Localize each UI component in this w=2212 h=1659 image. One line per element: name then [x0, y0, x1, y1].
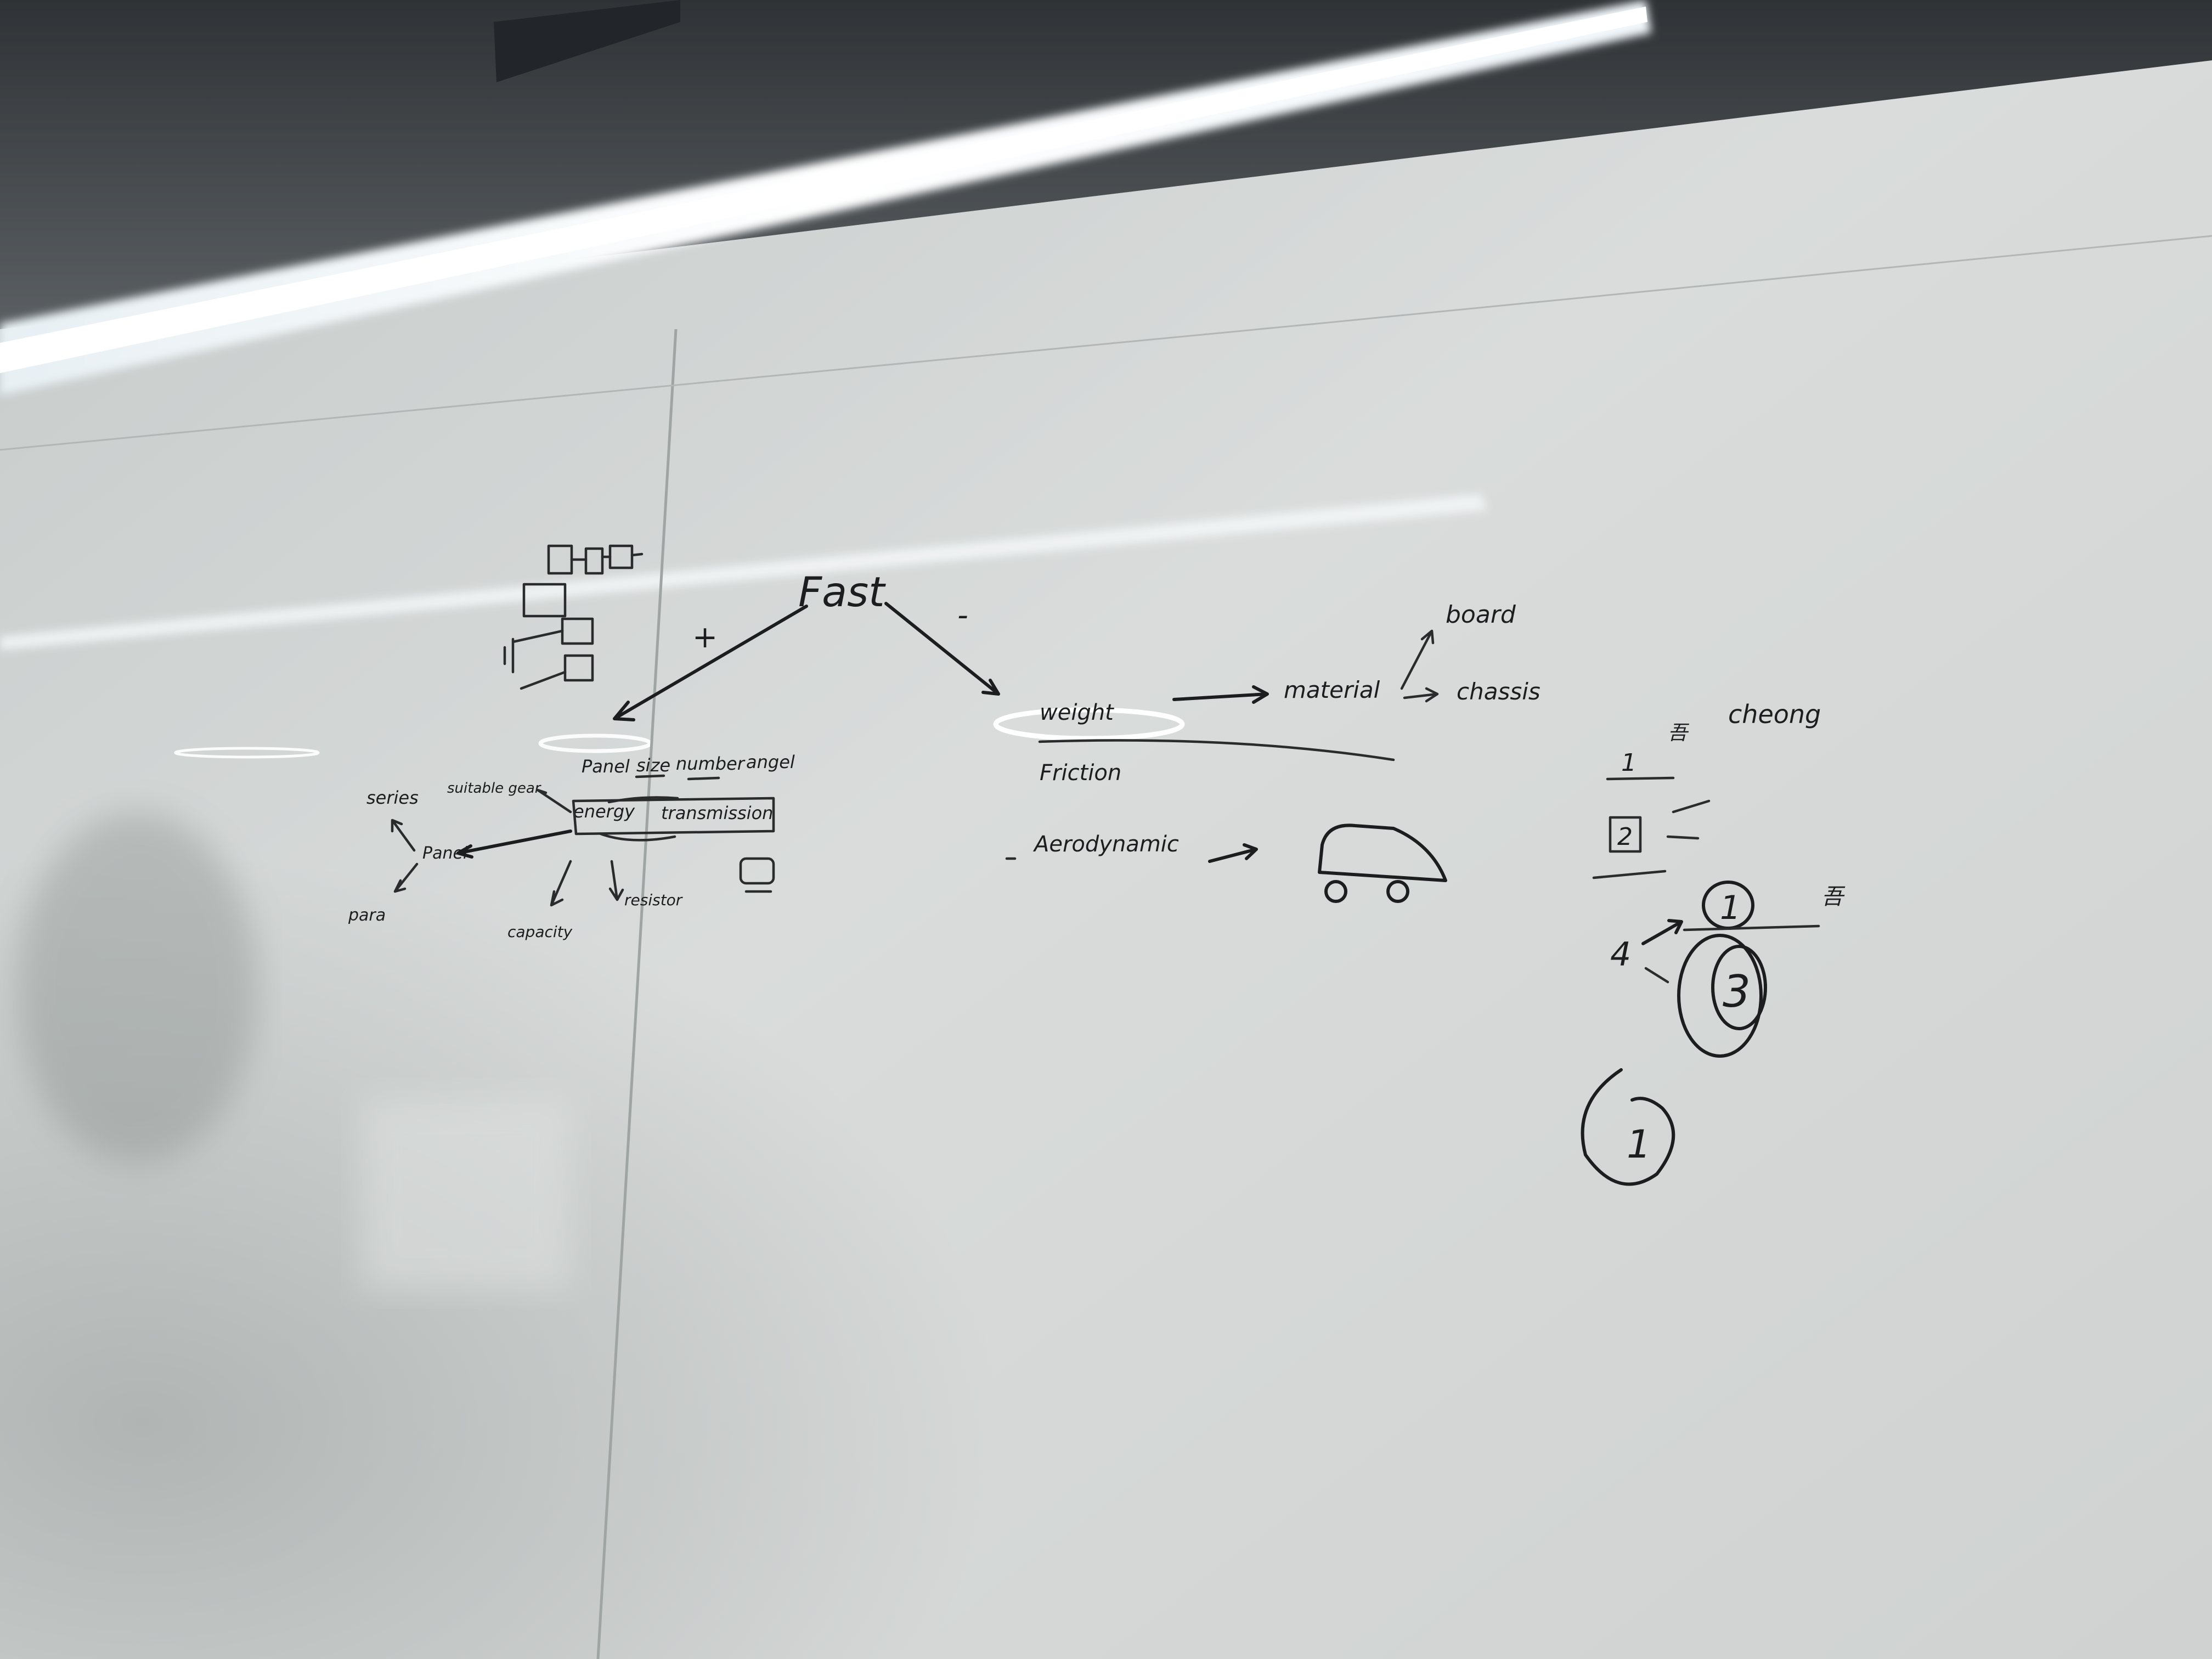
arrow-to-car — [1208, 843, 1258, 863]
lamp-reflection-left — [174, 747, 320, 759]
number-label: number — [676, 753, 746, 774]
minus-sign: - — [957, 597, 968, 633]
friction-line — [1038, 739, 1395, 761]
component-box — [739, 857, 775, 885]
glass-top-edge — [0, 235, 2212, 451]
lamp-reflection-mid — [538, 733, 652, 753]
resistor-label: resistor — [624, 891, 683, 909]
plus-sign: + — [692, 619, 718, 654]
arrow-to-energy — [613, 605, 808, 721]
arrow-to-chassis — [1403, 687, 1439, 703]
cheong-label: cheong — [1728, 699, 1821, 729]
circuit-sketch — [503, 544, 644, 690]
board-shadow — [0, 713, 1426, 1659]
arrow-to-panel — [456, 830, 572, 859]
lamp-reflection-right — [993, 707, 1185, 741]
circle-1-label: 1 — [1720, 889, 1741, 927]
fast-label: Fast — [798, 568, 886, 616]
number-4-label: 4 — [1610, 935, 1631, 974]
mark-symbol-top: 吾 — [1668, 722, 1690, 744]
arrow-to-weight — [884, 602, 1000, 696]
person-reflection — [16, 812, 258, 1163]
arrow-to-circle-1 — [1641, 919, 1683, 945]
circle-bottom — [1581, 1068, 1675, 1186]
arrow-to-resistor — [608, 860, 624, 901]
car-sketch-icon — [1318, 823, 1447, 903]
arrow-to-capacity — [550, 860, 572, 907]
mark-symbol-right: 吾 — [1821, 884, 1846, 910]
number-1-label: 1 — [1621, 749, 1637, 777]
panel-label: Panel — [582, 756, 630, 777]
board-label: board — [1446, 601, 1516, 629]
transmission-label: transmission — [661, 803, 773, 823]
ceiling-vent — [494, 0, 680, 82]
glass-seam — [596, 329, 678, 1659]
circle-3-inner — [1711, 945, 1767, 1030]
energy-branch: Panel size number angel suitable gear se… — [348, 752, 795, 941]
number-2-label: 2 — [1617, 823, 1633, 851]
weight-label: weight — [1040, 700, 1114, 725]
ceiling-light-core — [0, 7, 1647, 373]
arrow-to-board — [1400, 629, 1435, 690]
light-reflection — [0, 494, 1487, 650]
size-label: size — [636, 755, 670, 776]
circle-3-outer — [1677, 934, 1763, 1058]
circle-3-label: 3 — [1723, 966, 1751, 1017]
energy-label: energy — [573, 801, 635, 822]
friction-label: Friction — [1040, 760, 1121, 786]
weight-branch: weight material board chassis Friction A… — [1005, 601, 1541, 903]
arrow-to-para — [393, 862, 419, 893]
angel-label: angel — [746, 752, 795, 772]
arrow-to-material — [1172, 685, 1269, 704]
series-label: series — [366, 787, 419, 808]
aerodynamic-label: Aerodynamic — [1032, 832, 1179, 857]
circle-bottom-label: 1 — [1627, 1122, 1651, 1167]
number-2-box — [1609, 816, 1642, 853]
energy-bracket — [572, 797, 775, 836]
chassis-label: chassis — [1457, 678, 1541, 705]
reflection-window — [362, 1097, 571, 1289]
capacity-label: capacity — [507, 923, 573, 941]
arrow-to-series — [391, 819, 416, 852]
notes-column: 吾 cheong 1 2 4 1 吾 3 1 — [1581, 699, 1846, 1186]
suitable-gear-label: suitable gear — [447, 780, 542, 797]
material-label: material — [1284, 676, 1380, 703]
para-label: para — [348, 906, 386, 925]
